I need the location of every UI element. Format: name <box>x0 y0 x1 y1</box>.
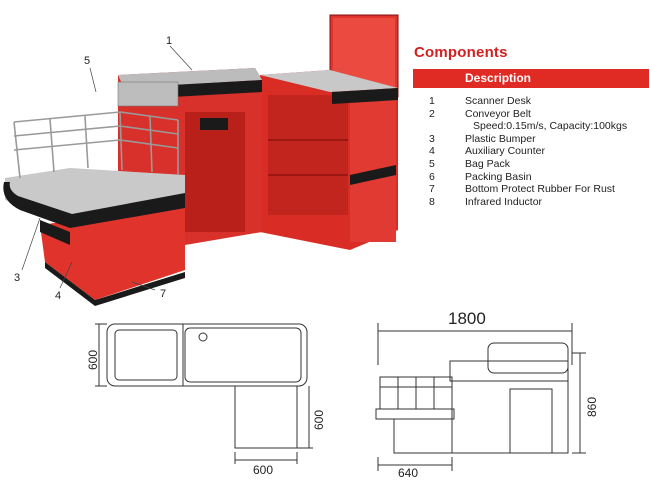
components-header-label: Description <box>465 71 532 85</box>
component-description: Infrared Inductor <box>465 195 543 208</box>
component-description: Packing Basin <box>465 170 532 183</box>
elevation-height-label: 860 <box>585 397 599 417</box>
callout-1: 1 <box>166 35 173 47</box>
components-title: Components <box>414 44 508 61</box>
component-number: 2 <box>429 107 435 120</box>
component-row: 6 Packing Basin <box>413 171 650 184</box>
component-row: 3 Plastic Bumper <box>413 133 650 146</box>
component-row: Speed:0.15m/s, Capacity:100kgs <box>413 120 650 133</box>
component-number: 6 <box>429 170 435 183</box>
elevation-counter-outline <box>487 342 569 374</box>
component-description: Conveyor Belt <box>465 107 531 120</box>
plan-auxiliary-outline <box>234 385 298 449</box>
component-number: 8 <box>429 195 435 208</box>
elevation-base-label: 640 <box>398 466 418 480</box>
callout-3: 3 <box>14 272 21 284</box>
elevation-width-label: 1800 <box>448 309 486 328</box>
plastic-bumper <box>3 182 186 228</box>
bottom-rubber <box>45 262 185 306</box>
component-row: 8 Infrared Inductor <box>413 196 650 209</box>
component-number: 5 <box>429 157 435 170</box>
component-row: 5 Bag Pack <box>413 158 650 171</box>
elevation-drawing: 1800 860 640 <box>375 309 599 480</box>
callout-4: 4 <box>55 290 62 302</box>
component-description: Bottom Protect Rubber For Rust <box>465 183 615 196</box>
component-description: Plastic Bumper <box>465 132 536 145</box>
component-number: 1 <box>429 95 435 107</box>
component-description: Bag Pack <box>465 157 510 170</box>
product-photo <box>3 14 399 306</box>
callout-7: 7 <box>160 288 167 300</box>
bag-pack <box>13 111 179 179</box>
component-row: 1 Scanner Desk <box>413 95 650 108</box>
plan-counter-outline <box>106 323 308 387</box>
component-number: 3 <box>429 132 435 145</box>
component-number: 7 <box>429 183 435 196</box>
component-row: 2 Conveyor Belt <box>413 108 650 121</box>
plan-side-depth-label: 600 <box>312 410 326 430</box>
component-description: Scanner Desk <box>465 95 531 107</box>
components-header: Description <box>413 69 649 88</box>
plan-side-width-label: 600 <box>253 463 273 477</box>
plan-drawing: 600 600 600 <box>86 323 326 477</box>
component-description: Speed:0.15m/s, Capacity:100kgs <box>473 120 628 133</box>
component-number: 4 <box>429 145 435 158</box>
component-row: 7 Bottom Protect Rubber For Rust <box>413 183 650 196</box>
component-row: 4 Auxiliary Counter <box>413 145 650 158</box>
callout-5: 5 <box>84 55 91 67</box>
plan-depth-label: 600 <box>86 350 100 370</box>
component-description: Auxiliary Counter <box>465 145 545 158</box>
